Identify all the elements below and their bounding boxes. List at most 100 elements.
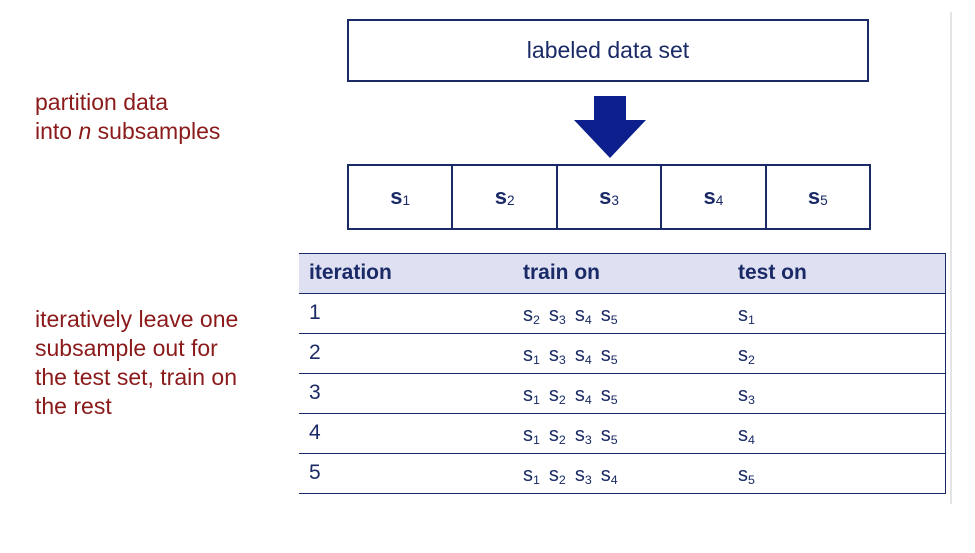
subsample-ref-label: s [548,344,559,366]
table-header-row: iteration train on test on [299,254,945,294]
subsample-ref-label: s [548,464,559,486]
subsample-ref-index: 2 [558,433,566,447]
subsample-ref: s2 [549,384,566,407]
subsample-ref-index: 1 [533,433,540,447]
subsample-ref: s4 [575,384,592,407]
subsample-ref: s3 [575,464,592,487]
test-set: s3 [738,384,764,407]
subsample-ref-label: s [523,424,533,446]
subsample-ref-label: s [600,304,611,326]
subsample-ref-label: s [548,424,559,446]
partition-note-line2: into n subsamples [35,117,220,146]
subsample-ref-index: 4 [748,433,755,447]
test-set: s4 [738,424,764,447]
down-arrow-icon [574,96,646,158]
subsample-ref-index: 5 [610,313,618,327]
subsample-ref-label: s [738,464,748,486]
subsample-ref-index: 3 [584,433,592,447]
subsample-index: 5 [820,192,828,208]
subsample-ref: s2 [738,344,755,367]
subsample-index: 4 [715,192,724,208]
subsample-label: s [703,184,716,209]
subsample-ref: s5 [601,304,618,327]
subsample-ref-index: 2 [558,473,566,487]
subsample-ref-index: 5 [610,433,618,447]
subsample-ref-index: 4 [584,353,592,367]
subsample-ref-label: s [574,424,585,446]
subsample-ref: s3 [549,344,566,367]
dataset-label: labeled data set [526,37,690,63]
subsample-ref-index: 5 [610,353,618,367]
subsample-ref-label: s [523,304,533,326]
test-set: s1 [738,304,764,327]
slide-edge-rule [950,12,952,504]
iterate-note-line: the test set, train on [35,364,238,390]
subsample-ref-label: s [523,344,533,366]
subsample-ref: s5 [601,424,618,447]
subsample-ref-index: 3 [558,353,566,367]
subsample-ref: s4 [575,304,592,327]
iterate-note-line: subsample out for [35,335,218,361]
subsample-ref-label: s [600,424,611,446]
subsample-ref-label: s [548,384,559,406]
subsample-ref-index: 2 [558,393,566,407]
partition-note-post: subsamples [91,118,221,144]
iterate-note-line: the rest [35,393,112,419]
subsample-ref-index: 5 [610,393,618,407]
subsample-label: s [807,184,821,209]
subsample-ref-label: s [738,304,748,326]
subsample-ref: s5 [601,384,618,407]
test-set: s2 [738,344,764,367]
subsample-ref: s4 [575,344,592,367]
iterate-note-line: iteratively leave one [35,306,239,332]
subsample-ref: s4 [601,464,618,487]
subsample-ref-index: 4 [584,393,592,407]
subsample-ref: s2 [549,424,566,447]
subsample-ref-label: s [600,464,611,486]
subsample-ref-label: s [574,304,585,326]
partition-note-var: n [78,118,92,144]
subsample-ref-label: s [738,384,748,406]
subsample-ref-label: s [523,384,533,406]
subsample-ref-label: s [548,304,559,326]
subsample-ref: s2 [523,304,540,327]
header-train-on: train on [523,261,600,284]
subsample-ref-label: s [738,424,748,446]
iteration-number: 4 [309,421,321,444]
subsample-ref: s3 [549,304,566,327]
header-iteration: iteration [309,261,392,284]
subsample-ref: s5 [601,344,618,367]
test-set: s5 [738,464,764,487]
subsample-ref: s1 [523,424,540,447]
subsample-ref-index: 3 [558,313,566,327]
subsample-ref: s3 [575,424,592,447]
subsample-ref: s1 [523,464,540,487]
subsample-ref-index: 2 [533,313,540,327]
subsample-ref-index: 5 [748,473,755,487]
subsample-ref-label: s [600,384,611,406]
subsample-ref-label: s [574,384,585,406]
labeled-data-set-box: labeled data set [347,19,869,82]
subsample-ref-index: 4 [584,313,592,327]
subsample-ref-index: 1 [533,353,540,367]
subsample-label: s [494,184,507,209]
subsample-index: 2 [506,192,515,208]
partition-note: partition data into n subsamples [35,88,220,146]
header-test-on: test on [738,261,807,284]
subsample-ref-index: 1 [533,393,540,407]
